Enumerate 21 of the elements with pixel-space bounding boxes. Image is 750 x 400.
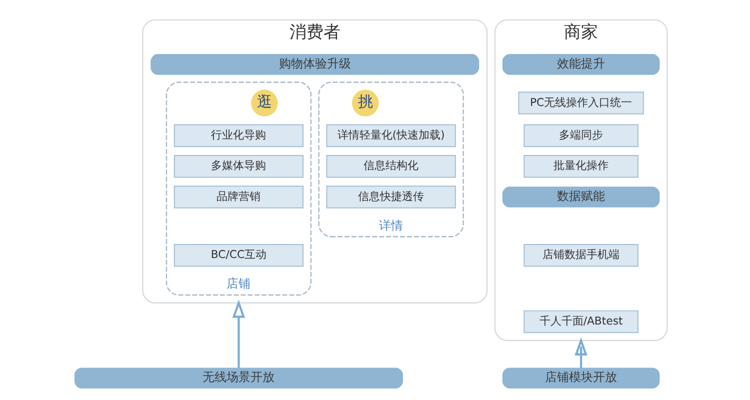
node-box: 无线场景开放 [74,368,403,388]
node-box: 信息结构化 [326,154,456,178]
arrow [232,300,246,368]
node-box: 多端同步 [524,124,638,148]
node-box: 批量化操作 [524,154,638,178]
node-box: PC无线操作入口统一 [518,92,644,114]
node-box: 品牌营销 [174,186,304,208]
node-box: 千人千面/ABtest [524,310,638,334]
node-box: BC/CC互动 [174,244,304,267]
node-box: 购物体验升级 [150,54,480,75]
node-box: 数据赋能 [502,186,660,208]
node-box: 详情轻量化(快速加载) [326,124,456,148]
arrow [574,337,588,368]
node-box: 信息快捷透传 [326,186,456,208]
node-box: 效能提升 [502,54,660,75]
node-box: 店铺数据手机端 [524,244,638,267]
node-circle: 逛 [251,90,278,116]
node-box: 行业化导购 [174,124,304,148]
node-box: 多媒体导购 [174,154,304,178]
node-circle: 挑 [352,90,379,116]
node-box: 店铺模块开放 [502,368,660,388]
